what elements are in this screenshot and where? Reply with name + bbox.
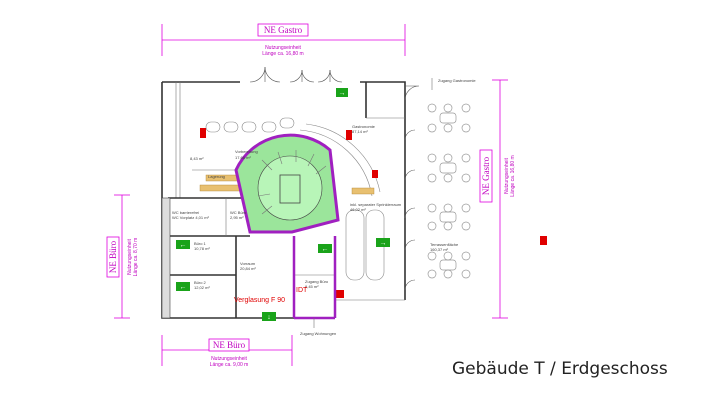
entrance-doors [249,66,420,291]
room-labels: Gastronomie 87,14 m² Vorbereitung 17,68 … [172,124,459,290]
exit-sign-icon: → [336,88,348,97]
dimension-bottom-buero: NE Büro Nutzungseinheit Länge ca. 9,00 m [161,335,293,368]
ne-gastro-top-dim-value: Länge ca. 16,80 m [262,51,303,57]
room-gastronomie-area: 87,14 m² [352,129,368,134]
svg-text:←: ← [322,246,329,253]
ne-gastro-top-dim-label: Nutzungseinheit [265,45,301,51]
ne-buero-left-dim-label: Nutzungseinheit [127,238,133,274]
terrace-tables [427,103,471,279]
exit-sign-icon: ← [318,244,332,253]
ne-buero-left-dim-value: Länge ca. 8,70 m [133,238,139,277]
idt-label: IDT [296,287,308,294]
dimension-right-gastro: NE Gastro Nutzungseinheit Länge ca. 16,8… [479,79,516,319]
exit-sign-icon: → [376,238,390,247]
room-sprinkler-name: inkl. separater Sprinklerraum [350,202,402,207]
verglasung-label: Verglasung F 90 [234,297,285,304]
room-sprinkler-area: 46,02 m² [350,207,366,212]
room-vorbereitung-name: Vorbereitung [235,149,258,154]
room-wc-barrierefrei-area: WC Vorplatz 4,01 m² [172,215,210,220]
room-kiosk-area: 8,43 m² [190,156,204,161]
room-wc-buero-name: WC Büro [230,210,247,215]
svg-text:→: → [339,90,346,97]
spiral-staircase [234,133,340,320]
exit-signs: → ← ← ↓ ← → [176,88,390,321]
dimension-left-buero: NE Büro Nutzungseinheit Länge ca. 8,70 m [106,194,139,319]
zugang-wohnungen-label: Zugang Wohnungen [300,331,336,336]
room-gastronomie-name: Gastronomie [352,124,376,129]
room-wc-barrierefrei-name: WC barrierefrei [172,210,199,215]
gastro-furniture [192,117,547,298]
drawing-caption: Gebäude T / Erdgeschoss [452,359,668,379]
room-wc-buero-area: 2,95 m² [230,215,244,220]
room-vorraum-area: 20,84 m² [240,266,256,271]
room-vorbereitung-area: 17,68 m² [235,155,251,160]
exit-sign-icon: ← [176,240,190,249]
ne-buero-bottom-label: NE Büro [213,340,246,350]
ne-gastro-right-dim-label: Nutzungseinheit [504,157,510,193]
exit-sign-icon: ← [176,282,190,291]
zugang-gastro-label: Zugang Gastronomie [438,78,476,83]
svg-text:←: ← [180,284,187,291]
ne-gastro-right-dim-value: Länge ca. 16,80 m [510,155,516,196]
dimension-top-gastro: NE Gastro Nutzungseinheit Länge ca. 16,8… [161,23,406,57]
exit-sign-icon: ↓ [262,312,276,321]
access-labels: Zugang Gastronomie Zugang Wohnungen [300,78,476,336]
svg-text:←: ← [180,242,187,249]
room-buero2-name: Büro 2 [194,280,207,285]
room-buero2-area: 12,02 m² [194,285,210,290]
room-vorraum-name: Vorraum [240,261,256,266]
ne-gastro-top-label: NE Gastro [264,25,303,35]
room-terrasse-area: 160,37 m² [430,247,449,252]
room-zugang-buero-area: 9,45 m² [305,284,319,289]
room-buero1-area: 10,78 m² [194,246,210,251]
ne-buero-bottom-dim-label: Nutzungseinheit [211,356,247,362]
fire-rated-labels: IDT Verglasung F 90 [234,287,308,304]
svg-text:→: → [380,240,387,247]
room-terrasse-name: Terrassenfläche [430,242,459,247]
svg-text:↓: ↓ [267,314,271,321]
ne-buero-left-label: NE Büro [108,240,118,273]
ne-buero-bottom-dim-value: Länge ca. 9,00 m [210,362,249,368]
room-zugang-buero-name: Zugang Büro [305,279,329,284]
ne-gastro-right-label: NE Gastro [481,156,491,195]
room-buero1-name: Büro 1 [194,241,207,246]
room-lagerung-name: Lagerung [208,174,225,179]
